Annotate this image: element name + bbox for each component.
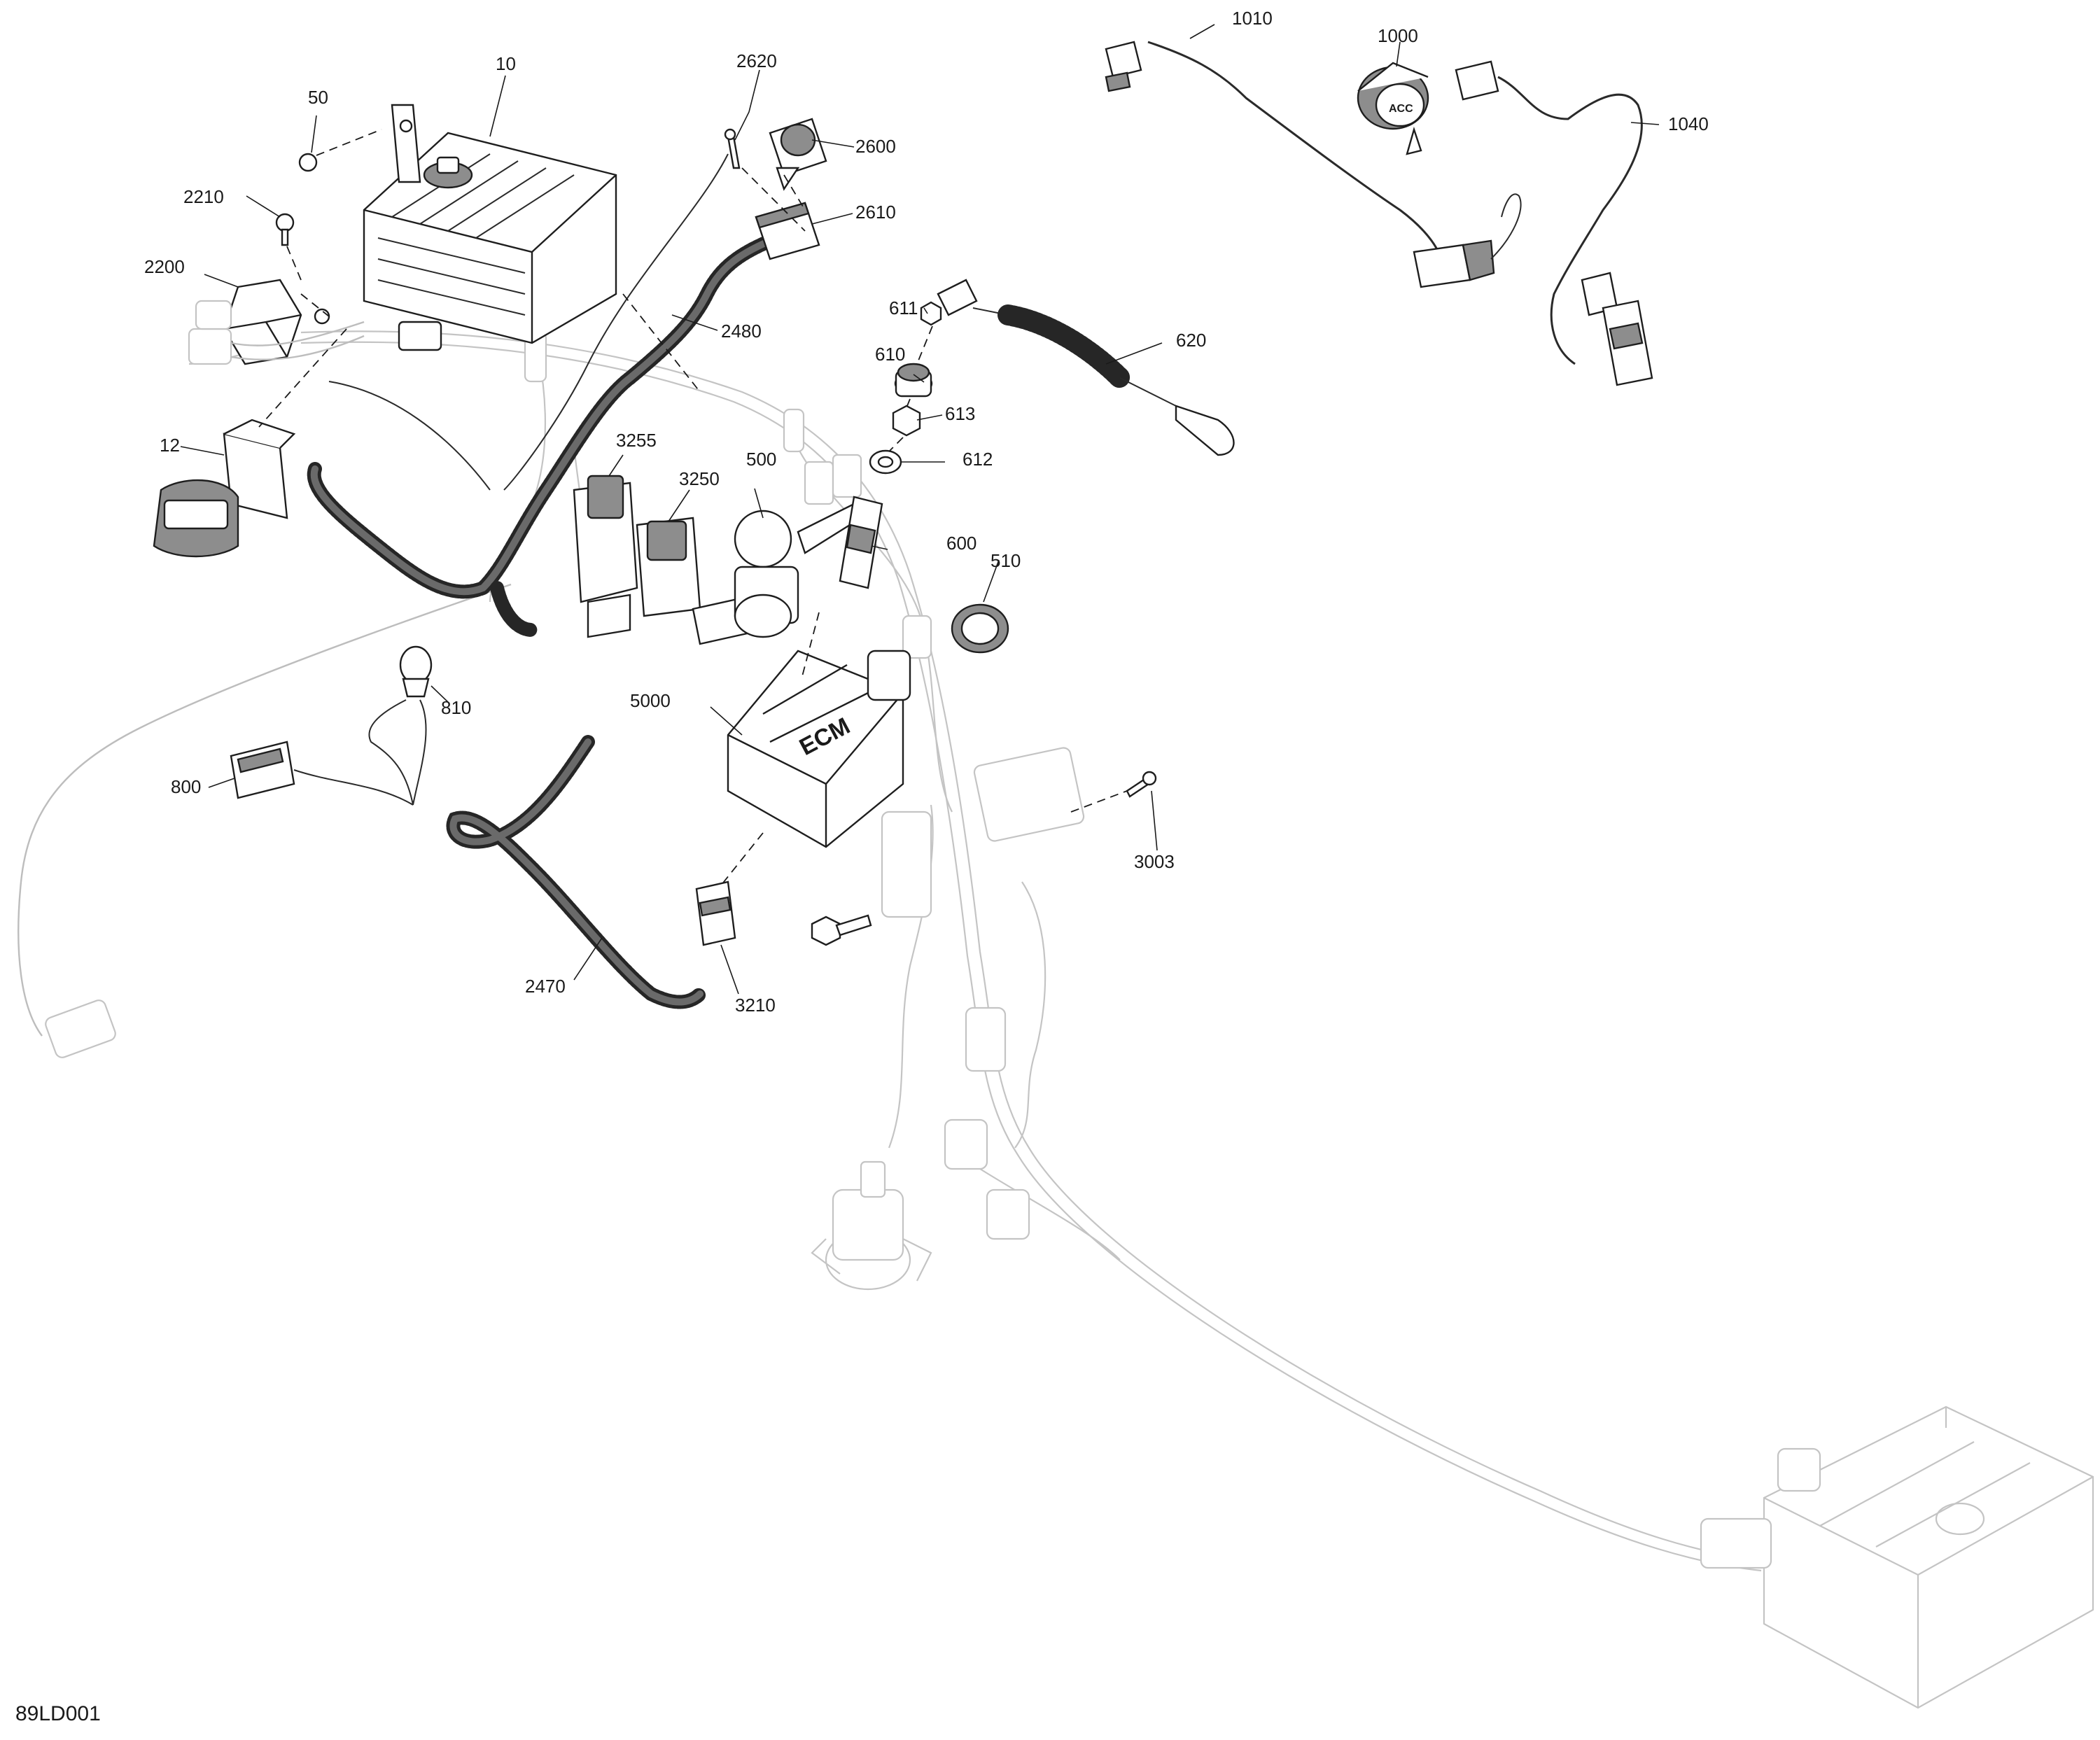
grommet-part-510 — [951, 603, 1009, 654]
callout-3250: 3250 — [679, 468, 720, 489]
connector-cluster-mid — [804, 454, 862, 505]
callout-2470: 2470 — [525, 976, 566, 997]
callout-611: 611 — [889, 297, 918, 318]
assembly-lines — [258, 129, 1128, 886]
callout-12: 12 — [160, 435, 180, 456]
callout-3210: 3210 — [735, 995, 776, 1016]
connector-part-3210 — [695, 880, 736, 946]
fuse-box — [363, 104, 617, 351]
callout-5000: 5000 — [630, 690, 671, 711]
callout-800: 800 — [171, 776, 201, 797]
callout-leaders — [180, 24, 1660, 995]
main-harness-frame — [18, 328, 2094, 1709]
connector-part-12 — [153, 419, 296, 558]
callout-510: 510 — [990, 550, 1021, 571]
nut-part-613 — [892, 405, 921, 437]
callout-600: 600 — [946, 533, 976, 554]
screw-small — [314, 308, 330, 325]
sensor-part-600 — [839, 496, 883, 589]
callout-500: 500 — [746, 449, 776, 470]
callout-2600: 2600 — [855, 136, 896, 157]
callout-50: 50 — [308, 87, 328, 108]
screw-part-2620 — [724, 128, 741, 169]
harness-loom-2480 — [307, 231, 784, 637]
callout-810: 810 — [441, 697, 471, 718]
callout-613: 613 — [945, 403, 975, 424]
bolt-lower — [811, 914, 872, 946]
callout-2210: 2210 — [183, 186, 224, 207]
callout-610: 610 — [875, 344, 905, 365]
accessory-socket-part-1000: ACC — [1357, 62, 1429, 155]
bracket-part-2600 — [769, 118, 827, 191]
harness-lead-part-1010 — [1105, 41, 1522, 288]
harness-loom-2470 — [446, 735, 707, 1009]
callout-1000: 1000 — [1378, 25, 1418, 46]
callout-labels: 10 50 2210 2200 12 2620 2600 2610 2480 1… — [144, 8, 1709, 1016]
ecm-module-part-5000: ECM — [727, 650, 911, 848]
ignition-switch-part-500 — [734, 503, 862, 638]
callout-10: 10 — [496, 53, 516, 74]
tether-part-620 — [937, 279, 1235, 456]
harness-lead-part-1040 — [1455, 60, 1653, 386]
relay-part-2200 — [223, 279, 302, 365]
harness-lead — [328, 381, 491, 491]
socket-label: ACC — [1389, 103, 1413, 115]
connector-part-2610 — [755, 202, 820, 260]
callout-2480: 2480 — [721, 321, 762, 342]
callout-2620: 2620 — [736, 50, 777, 71]
callout-2200: 2200 — [144, 256, 185, 277]
callout-3255: 3255 — [616, 430, 657, 451]
bushing-part-610 — [894, 363, 933, 398]
nut-part-611 — [920, 301, 942, 326]
harness-lead-2 — [503, 153, 729, 491]
starter-solenoid — [811, 1160, 932, 1291]
callout-620: 620 — [1176, 330, 1206, 351]
battery-box — [1700, 1405, 2094, 1709]
washer-part-612 — [869, 449, 902, 475]
screw-part-50 — [298, 153, 318, 172]
connector-part-800 — [230, 741, 414, 806]
callout-1040: 1040 — [1668, 113, 1709, 134]
drawing-id: 89LD001 — [15, 1702, 101, 1725]
connector-cluster-left — [188, 300, 365, 365]
callout-2610: 2610 — [855, 202, 896, 223]
callout-3003: 3003 — [1134, 851, 1175, 872]
callout-612: 612 — [962, 449, 993, 470]
screw-part-3003 — [1126, 771, 1157, 798]
bulb-part-810 — [368, 645, 433, 806]
callout-1010: 1010 — [1232, 8, 1273, 29]
switch-part-3255 — [573, 475, 638, 638]
bolt-part-2210 — [275, 213, 295, 246]
